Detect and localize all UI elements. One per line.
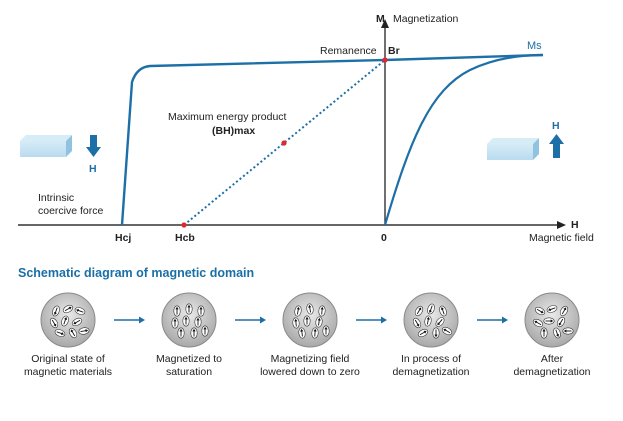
domains-title: Schematic diagram of magnetic domain: [18, 266, 254, 280]
domain-disc-4: [404, 293, 458, 347]
coercive-label-line2: coercive force: [38, 205, 104, 217]
domain-grain-arrow-icon: [198, 306, 204, 316]
step-arrow-icon: [114, 317, 145, 324]
domain-caption-line1: Magnetized to: [156, 353, 222, 365]
ms-label: Ms: [527, 40, 542, 52]
h-axis-letter: H: [571, 219, 579, 231]
domain-grain-arrow-icon: [174, 306, 180, 316]
domain-grain-arrow-icon: [186, 304, 192, 314]
br-point: [382, 57, 387, 62]
domain-caption-line2: demagnetization: [392, 366, 469, 378]
domain-grain-arrow-icon: [323, 326, 329, 336]
h-axis-arrowhead: [557, 221, 566, 229]
br-label: Br: [388, 45, 400, 57]
step-arrow-icon: [356, 317, 387, 324]
domain-caption-line1: Original state of: [31, 353, 105, 365]
domain-disc-5: [525, 293, 579, 347]
energy-product-label: Maximum energy product: [168, 111, 287, 123]
right-magnet-h-label: H: [552, 120, 560, 132]
domain-grain-arrow-icon: [541, 328, 547, 338]
domain-caption-line2: saturation: [166, 366, 212, 378]
h-axis-title: Magnetic field: [529, 232, 594, 244]
domain-caption-line1: Magnetizing field: [271, 353, 350, 365]
hcb-label: Hcb: [175, 232, 195, 244]
domain-grain-arrow-icon: [304, 316, 310, 326]
right-magnet-icon: [487, 138, 539, 160]
m-axis-title: Magnetization: [393, 13, 459, 25]
left-magnet-icon: [20, 135, 72, 157]
domain-grain-arrow-icon: [544, 318, 554, 324]
domain-caption-line2: lowered down to zero: [260, 366, 360, 378]
domain-grain-arrow-icon: [563, 328, 573, 334]
hcj-label: Hcj: [115, 232, 131, 244]
remanence-label: Remanence: [320, 45, 377, 57]
domain-caption-line1: In process of: [401, 353, 461, 365]
domain-disc-2: [162, 293, 216, 347]
bhmax-point: [281, 140, 286, 145]
domain-disc-3: [283, 293, 337, 347]
domain-grain-arrow-icon: [202, 326, 208, 336]
left-magnet-h-label: H: [89, 163, 97, 175]
coercive-label-line1: Intrinsic: [38, 192, 74, 204]
domain-caption-line2: magnetic materials: [24, 366, 112, 378]
demagnetization-curve: [122, 55, 543, 225]
step-arrow-icon: [477, 317, 508, 324]
domain-caption-line2: demagnetization: [513, 366, 590, 378]
domain-grain-arrow-icon: [195, 317, 201, 327]
right-up-arrow-icon: [549, 134, 564, 158]
hcb-point: [181, 222, 186, 227]
domain-grain-arrow-icon: [178, 328, 184, 338]
domain-grain-arrow-icon: [172, 318, 178, 328]
m-axis-letter: M: [376, 13, 385, 25]
domain-caption-line1: After: [541, 353, 564, 365]
bhmax-label: (BH)max: [212, 125, 255, 137]
left-down-arrow-icon: [86, 135, 101, 157]
zero-label: 0: [381, 232, 387, 244]
step-arrow-icon: [235, 317, 266, 324]
domain-grain-arrow-icon: [433, 328, 439, 338]
domain-grain-arrow-icon: [183, 316, 189, 326]
domain-grain-arrow-icon: [191, 328, 197, 338]
domain-disc-1: [41, 293, 95, 347]
